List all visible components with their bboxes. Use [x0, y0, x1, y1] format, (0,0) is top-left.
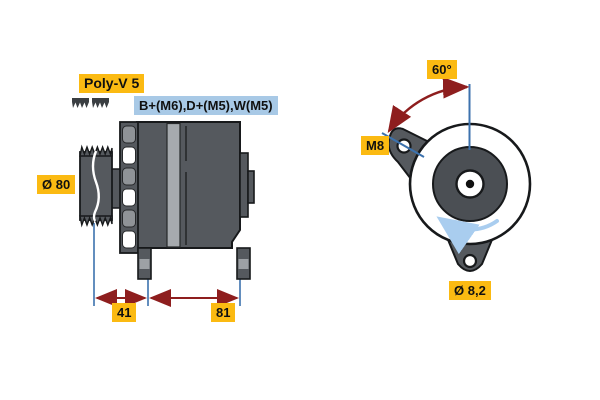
pulley: [79, 144, 113, 228]
belt-profile-icon: [72, 98, 89, 108]
side-view: [72, 98, 255, 307]
rear-boss: [239, 152, 249, 218]
front-view: [381, 77, 532, 272]
pulley-diameter-label: Ø 80: [37, 175, 76, 194]
stator-band: [166, 122, 181, 248]
thread-size-label: M8: [361, 136, 390, 155]
foot-bushing: [238, 259, 249, 269]
rotation-arrow-icon: [436, 216, 499, 255]
rear-stub: [247, 170, 255, 204]
belt-profile-icon: [92, 98, 109, 108]
mounting-angle-label: 60°: [427, 60, 457, 79]
mount-hole-diameter-label: Ø 8,2: [449, 281, 491, 300]
dimension-81-label: 81: [211, 303, 236, 322]
terminals-label: B+(M6),D+(M5),W(M5): [134, 96, 278, 115]
front-ribs: [119, 121, 139, 254]
extension-lines: [93, 223, 241, 306]
lower-lug-hole: [462, 253, 478, 269]
belt-type-label: Poly-V 5: [79, 74, 145, 93]
foot-bushing: [139, 259, 150, 269]
dimension-41-label: 41: [112, 303, 137, 322]
break-line: [91, 150, 100, 222]
angle-arc: [387, 77, 470, 134]
mounting-feet: [137, 247, 251, 280]
housing-body: [136, 121, 255, 249]
shaft-center-dot: [465, 179, 475, 189]
